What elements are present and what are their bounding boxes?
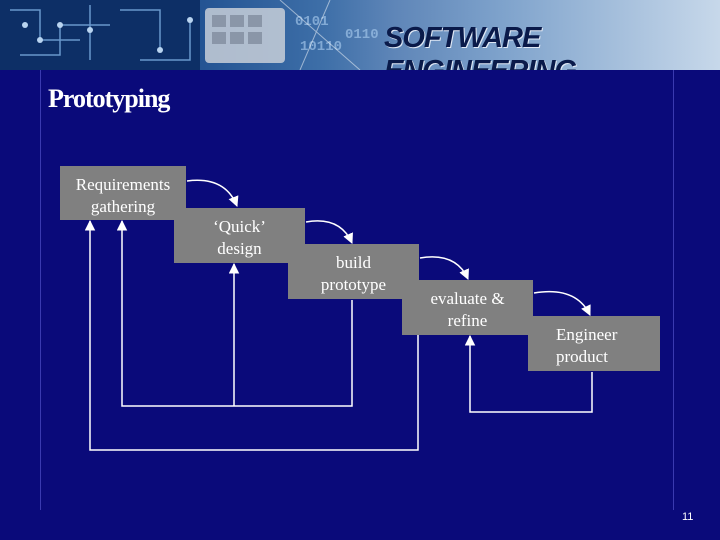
page-number: 11 xyxy=(682,511,693,523)
arrow-design-to-prototype xyxy=(306,221,352,243)
step-line: Engineer xyxy=(556,324,660,346)
step-line: Requirements xyxy=(60,174,186,196)
arrow-evaluate-to-engineer xyxy=(534,292,590,315)
step-line: ‘Quick’ xyxy=(174,216,305,238)
step-line: evaluate & xyxy=(402,288,533,310)
step-engineer-product: Engineer product xyxy=(528,316,660,371)
step-build-prototype: build prototype xyxy=(288,244,419,299)
arrow-requirements-to-design xyxy=(187,180,237,206)
step-line: design xyxy=(174,238,305,260)
step-line: product xyxy=(556,346,660,368)
step-requirements-gathering: Requirements gathering xyxy=(60,166,186,220)
step-line: gathering xyxy=(60,196,186,218)
step-evaluate-refine: evaluate & refine xyxy=(402,280,533,335)
step-line: refine xyxy=(402,310,533,332)
arrow-prototype-to-evaluate xyxy=(420,257,468,279)
step-line: build xyxy=(288,252,419,274)
step-quick-design: ‘Quick’ design xyxy=(174,208,305,263)
step-line: prototype xyxy=(288,274,419,296)
